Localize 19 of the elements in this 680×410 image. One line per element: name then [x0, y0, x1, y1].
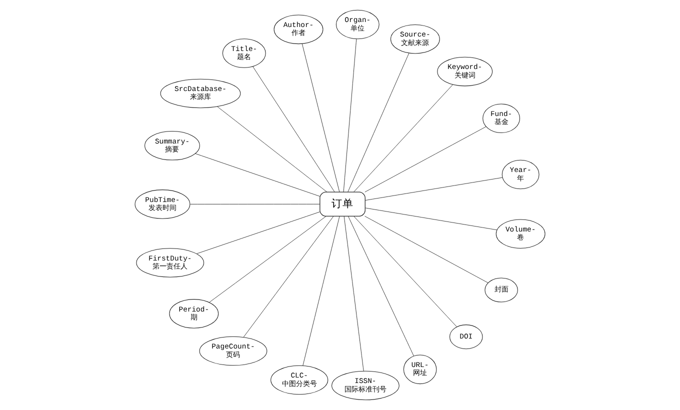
connector	[348, 52, 410, 192]
connector	[208, 216, 326, 303]
connector	[365, 208, 498, 230]
connector	[344, 216, 364, 372]
connector	[343, 38, 357, 192]
node-box: 订单	[320, 192, 366, 216]
connector	[196, 212, 320, 254]
connector	[252, 66, 335, 192]
connector	[243, 216, 334, 338]
connector	[364, 216, 488, 284]
connector	[217, 106, 328, 192]
connector	[302, 216, 340, 366]
connector	[364, 126, 486, 192]
connector	[302, 43, 340, 192]
connector	[354, 216, 458, 328]
connector	[348, 216, 414, 356]
connector	[354, 84, 454, 192]
connector	[365, 177, 503, 201]
connector	[194, 153, 320, 197]
